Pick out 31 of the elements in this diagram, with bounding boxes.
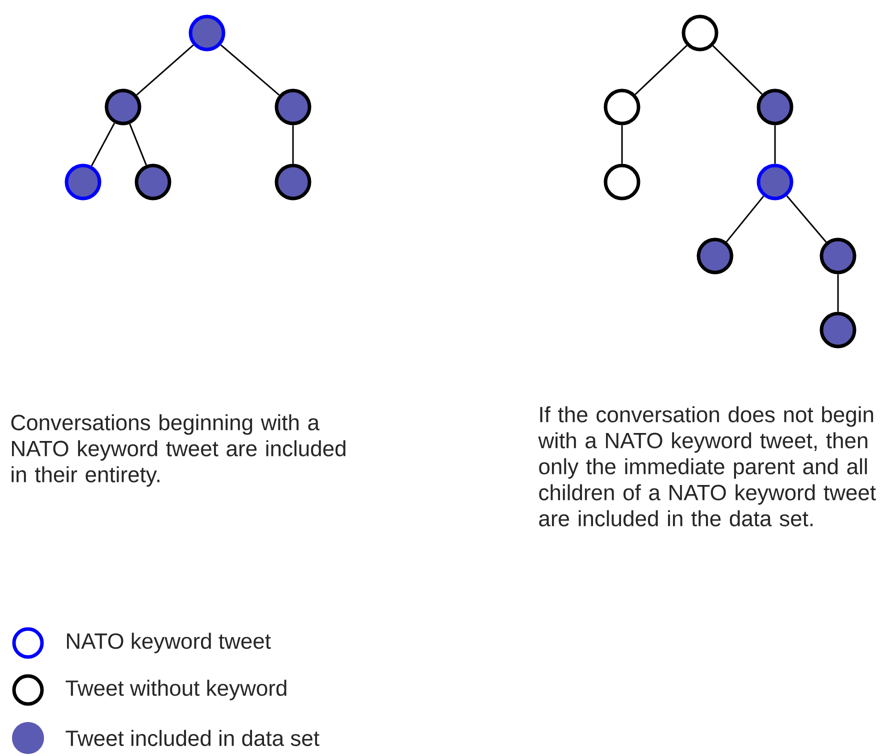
connector-line [786, 195, 827, 243]
connector-line [634, 45, 688, 95]
legend-text: NATO keyword tweet [67, 632, 271, 654]
connector-line [726, 196, 764, 242]
tweet-circle [64, 164, 102, 200]
tweet-circle [820, 312, 856, 348]
connector-line [292, 125, 294, 164]
description-text: If the conversation does not begin with a NATO keyword tweet, then only the immediate parent and all children of a NATO keyword tweet are included in the data set. [538, 406, 876, 526]
tweet-circle [756, 88, 794, 126]
connector-line [90, 122, 116, 166]
tweet-circle [604, 88, 640, 126]
legend-text: Tweet included in data set [66, 730, 320, 746]
connector-line [712, 45, 763, 95]
tweet-circle [696, 238, 734, 274]
connector-line [136, 44, 194, 96]
tweet-circle [274, 88, 312, 126]
tweet-circle [104, 88, 142, 126]
tweet-circle [274, 164, 312, 200]
tweet-circle [756, 164, 794, 200]
connector-line [220, 44, 280, 96]
legend-text: Tweet without keyword [66, 680, 286, 700]
tweet-circle [134, 164, 172, 200]
connector-line [837, 274, 839, 312]
tweet-circle [820, 238, 856, 274]
connector-line [129, 124, 147, 166]
description-text: Conversations beginning with a NATO keyword tweet are included in their entirety. [11, 414, 346, 487]
tweet-circle [682, 14, 718, 52]
connector-line [774, 125, 776, 164]
tweet-circle [604, 164, 640, 200]
connector-line [621, 125, 623, 164]
tweet-circle [188, 14, 226, 52]
